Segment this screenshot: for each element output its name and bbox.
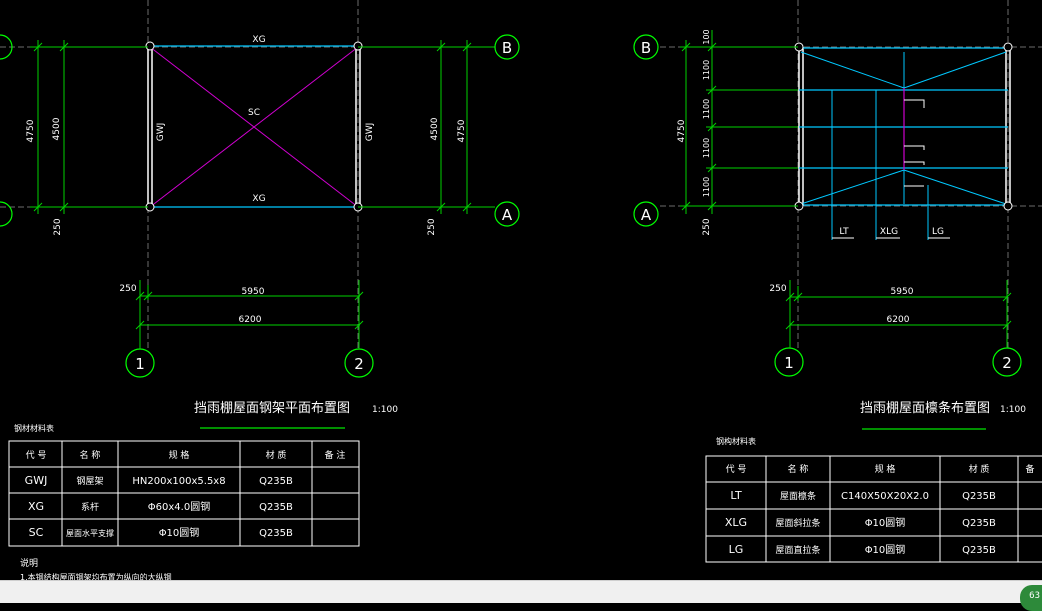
left-note-title: 说明 [20, 557, 38, 569]
right-table-header-remark: 备 [1025, 463, 1034, 475]
right-table-cell: LG [729, 543, 744, 556]
right-dim-6200: 6200 [887, 315, 910, 325]
right-table-cell: Q235B [962, 545, 996, 556]
left-table-cell: GWJ [25, 474, 48, 487]
right-table-cell: Q235B [962, 518, 996, 529]
right-dim-1100-2: 1100 [702, 99, 711, 119]
left-drawing-title: 挡雨棚屋面钢架平面布置图 [194, 401, 350, 416]
right-table-caption: 钢构材料表 [716, 436, 756, 446]
right-label-xlg: XLG [880, 227, 898, 237]
right-table-cell: Φ10圆钢 [865, 543, 906, 556]
status-bar: 63 [0, 580, 1042, 611]
left-table-header-material: 材 质 [266, 449, 287, 461]
left-dim-6200: 6200 [239, 315, 262, 325]
left-dims-vertical-right [358, 40, 495, 214]
right-table-cell: 屋面直拉条 [775, 544, 820, 556]
right-dim-1100-1: 1100 [702, 60, 711, 80]
left-dims-horizontal [135, 280, 364, 349]
left-table-header-spec: 规 格 [169, 449, 190, 461]
left-table-header-remark: 备 注 [325, 449, 346, 461]
left-table-header-code: 代 号 [26, 450, 47, 461]
left-tie-beams [150, 45, 358, 208]
right-table-header-material: 材 质 [969, 463, 990, 475]
right-table-header-spec: 规 格 [875, 463, 896, 475]
right-dim-1100-3: 1100 [702, 138, 711, 158]
right-table-cell: C140X50X20X2.0 [841, 491, 929, 502]
right-table-cell: XLG [725, 516, 747, 529]
right-grid-a-label: A [641, 206, 652, 224]
left-nodes [145, 41, 363, 212]
left-grid-a-label: A [502, 206, 513, 224]
right-dim-250: 250 [702, 218, 712, 235]
left-label-xg-top: XG [252, 35, 265, 45]
left-steel-frame [147, 47, 361, 207]
right-dims-vertical [680, 30, 798, 214]
right-table-header-name: 名 称 [788, 463, 809, 475]
left-label-gwj-right: GWJ [365, 123, 375, 142]
right-axis-1-label: 1 [784, 354, 794, 372]
right-purlin-plan: LT XLG LG 4750 100 1100 1100 1100 1100 2… [633, 0, 1042, 563]
right-grid-b-label: B [641, 39, 651, 57]
right-dim-250-h: 250 [769, 284, 786, 294]
left-table-cell: Q235B [259, 502, 293, 513]
left-label-gwj-left: GWJ [156, 123, 166, 142]
left-table-cell: Q235B [259, 476, 293, 487]
right-dim-1100-4: 1100 [702, 177, 711, 197]
left-table-cell: Q235B [259, 528, 293, 539]
right-dim-4750: 4750 [677, 119, 687, 142]
right-material-table: 代 号 名 称 规 格 材 质 备 LT 屋面檩条 C140X50X20X2.0… [705, 455, 1042, 563]
left-table-cell: 屋面水平支撑 [66, 528, 114, 538]
left-dim-5950: 5950 [242, 287, 265, 297]
left-dim-4500: 4500 [52, 117, 62, 140]
left-dim-4750: 4750 [26, 119, 36, 142]
left-axis-2-label: 2 [354, 355, 364, 373]
left-dim-250-right: 250 [427, 218, 437, 235]
right-dim-5950: 5950 [891, 287, 914, 297]
right-table-cell: 屋面斜拉条 [775, 517, 820, 529]
right-dims-horizontal [785, 280, 1012, 348]
left-dim-4500-right: 4500 [430, 117, 440, 140]
left-axis-1-label: 1 [135, 355, 145, 373]
right-table-header-code: 代 号 [726, 464, 747, 475]
right-table-cell: Φ10圆钢 [865, 516, 906, 529]
right-drawing-scale: 1:100 [1000, 405, 1026, 415]
right-dim-100: 100 [702, 29, 711, 44]
right-nodes [794, 42, 1013, 211]
left-roof-frame-plan: XG XG SC GWJ GWJ 4750 4500 250 [0, 0, 520, 582]
left-label-xg-bottom: XG [252, 194, 265, 204]
right-label-lg: LG [932, 227, 944, 237]
left-table-cell: HN200x100x5.5x8 [132, 476, 225, 487]
left-dims-vertical-left [30, 40, 148, 214]
left-table-cell: SC [29, 526, 44, 539]
right-table-cell: 屋面檩条 [780, 490, 816, 502]
zoom-badge[interactable]: 63 [1020, 585, 1042, 611]
left-table-cell: Φ10圆钢 [159, 526, 200, 539]
left-material-table: 代 号 名 称 规 格 材 质 备 注 GWJ 钢屋架 HN200x100x5.… [8, 440, 360, 547]
right-diagonal-ties [800, 51, 1007, 240]
left-table-header-name: 名 称 [80, 449, 101, 461]
right-axis-2-label: 2 [1002, 354, 1012, 372]
left-label-sc: SC [248, 108, 260, 118]
right-drawing-title: 挡雨棚屋面檩条布置图 [860, 400, 990, 416]
left-dim-4750-right: 4750 [457, 119, 467, 142]
left-table-cell: 系杆 [81, 501, 99, 513]
left-table-cell: XG [28, 500, 44, 513]
left-cross-bracing [149, 46, 359, 208]
left-grid-b-label: B [502, 39, 512, 57]
left-note-text: 1.本钢结构屋面钢架均布置为纵向的大纵钢 [20, 572, 172, 582]
right-table-cell: LT [730, 489, 742, 502]
left-table-cell: Φ60x4.0圆钢 [148, 500, 210, 513]
right-label-lt: LT [839, 227, 849, 237]
left-table-cell: 钢屋架 [76, 475, 103, 487]
right-table-cell: Q235B [962, 491, 996, 502]
left-drawing-scale: 1:100 [372, 405, 398, 415]
left-grid-lines [0, 0, 495, 350]
right-tie-ladder [904, 99, 925, 187]
left-dim-250-left: 250 [53, 218, 63, 235]
left-dim-250-h: 250 [119, 284, 136, 294]
left-table-caption: 钢材材料表 [14, 423, 54, 433]
